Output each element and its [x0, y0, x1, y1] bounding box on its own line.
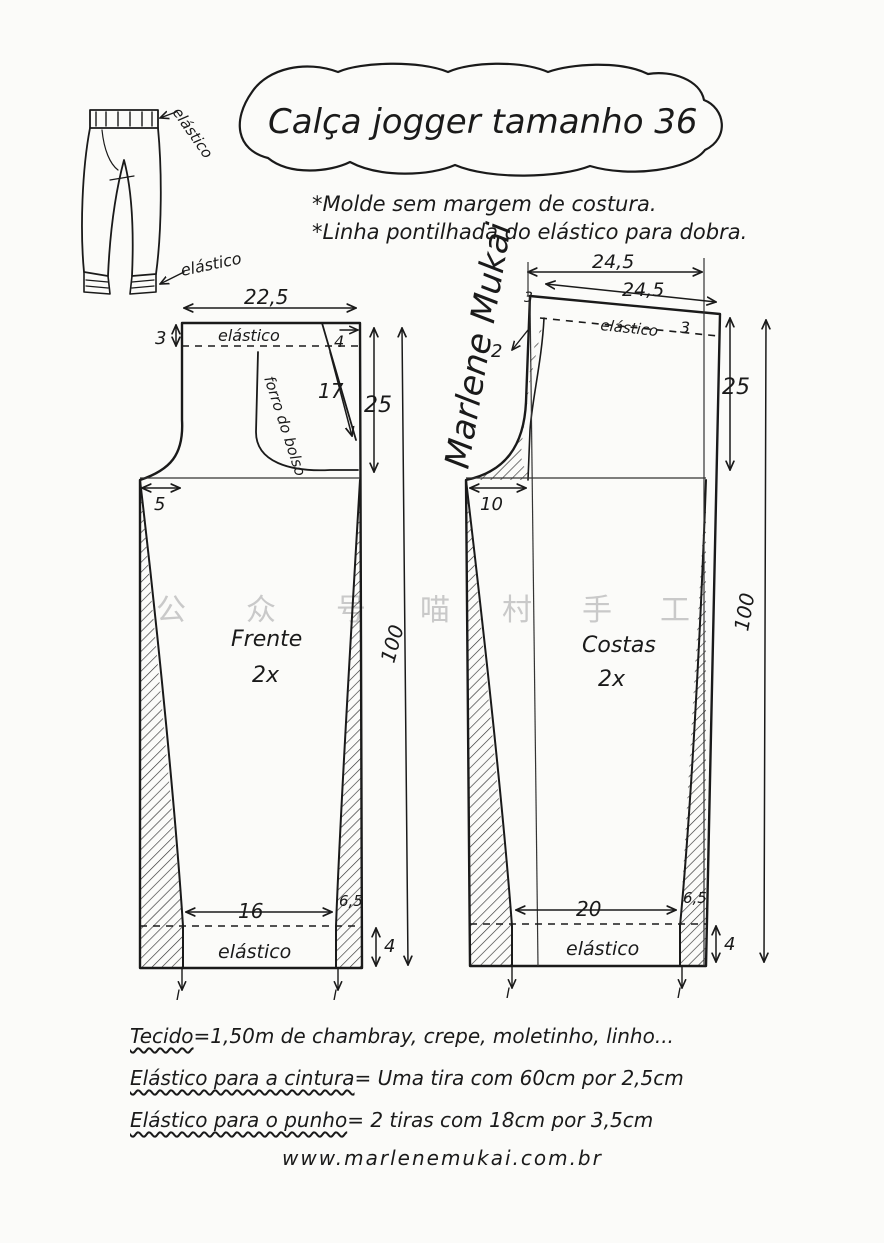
note-dotted-line: *Linha pontilhada do elástico para dobra…	[312, 220, 747, 244]
footer-cuff-label: Elástico para o punho	[130, 1108, 348, 1132]
front-waist-width: 22,5	[244, 285, 289, 309]
footer-fabric-text: =1,50m de chambray, crepe, moletinho, li…	[193, 1024, 674, 1048]
front-cuff-height: 4	[384, 936, 395, 957]
back-grain-left: I	[506, 986, 510, 1002]
svg-text:村: 村	[502, 593, 532, 628]
watermark: 公 众 号 喵 村 手 工	[156, 593, 690, 628]
back-waist-top: 24,5	[592, 251, 634, 273]
front-hem-side: 6,5	[339, 892, 363, 910]
front-hatch-right	[336, 480, 362, 968]
back-crotch-in: 2	[491, 341, 502, 362]
back-hem-side: 6,5	[683, 889, 707, 907]
footer-fabric: Tecido=1,50m de chambray, crepe, moletin…	[130, 1024, 674, 1048]
footer-cuff-text: = 2 tiras com 18cm por 3,5cm	[347, 1108, 654, 1132]
back-elastic-bottom-label: elástico	[566, 938, 639, 960]
back-rise: 25	[722, 375, 750, 400]
svg-text:喵: 喵	[420, 593, 450, 628]
back-hem-width: 20	[576, 897, 601, 921]
front-grain-right: I	[333, 988, 337, 1004]
svg-text:众: 众	[246, 593, 276, 628]
footer-url: www.marlenemukai.com.br	[282, 1146, 603, 1170]
back-hatch-left	[466, 480, 512, 966]
front-elastic-top-label: elástico	[218, 326, 280, 345]
back-rise-up: 3	[524, 290, 533, 306]
signature: Marlene Mukai	[437, 219, 520, 471]
front-hatch-left	[140, 480, 183, 968]
footer-fabric-label: Tecido	[130, 1024, 194, 1048]
back-waistband-height: 3	[680, 318, 690, 337]
footer-cuff-elastic: Elástico para o punho= 2 tiras com 18cm …	[130, 1108, 653, 1132]
front-crotch-extension: 5	[154, 494, 165, 515]
front-piece-name: Frente	[231, 627, 302, 652]
svg-text:手: 手	[582, 593, 612, 628]
front-hem-width: 16	[238, 899, 263, 923]
front-pocket-offset: 4	[334, 332, 344, 351]
front-pocket-diagonal: 17	[318, 379, 344, 403]
back-piece: 24,5 24,5 3 elástico 3 2 25 10 100 Costa…	[464, 251, 766, 1002]
svg-text:工: 工	[660, 593, 690, 628]
front-length: 100	[376, 622, 409, 665]
page-title: Calça jogger tamanho 36	[268, 102, 698, 142]
front-piece: 22,5 3 elástico 4 17 25 forro do bolso 5…	[138, 285, 409, 1004]
back-piece-qty: 2x	[598, 667, 626, 692]
back-elastic-top-label: elástico	[600, 316, 659, 340]
svg-text:公: 公	[156, 593, 186, 628]
front-rise: 25	[364, 393, 392, 418]
sketch-label-cuff: elástico	[179, 248, 244, 279]
back-grain-right: I	[677, 986, 681, 1002]
note-no-seam: *Molde sem margem de costura.	[312, 192, 657, 216]
back-piece-name: Costas	[582, 633, 656, 658]
footer-waist-text: = Uma tira com 60cm por 2,5cm	[354, 1066, 684, 1090]
title-cloud: Calça jogger tamanho 36	[238, 62, 723, 177]
front-piece-qty: 2x	[252, 663, 280, 688]
back-crotch-extension: 10	[480, 494, 503, 515]
front-elastic-bottom-label: elástico	[218, 941, 291, 963]
back-waist-slant: 24,5	[622, 279, 664, 301]
front-grain-left: I	[176, 988, 180, 1004]
front-waistband-height: 3	[155, 328, 166, 349]
pants-sketch: elástico elástico	[81, 104, 244, 295]
front-pocket-label: forro do bolso	[260, 374, 309, 479]
footer-waist-label: Elástico para a cintura	[130, 1066, 355, 1090]
footer-waist-elastic: Elástico para a cintura= Uma tira com 60…	[130, 1066, 684, 1090]
back-length: 100	[729, 591, 759, 633]
back-cuff-height: 4	[724, 934, 735, 955]
